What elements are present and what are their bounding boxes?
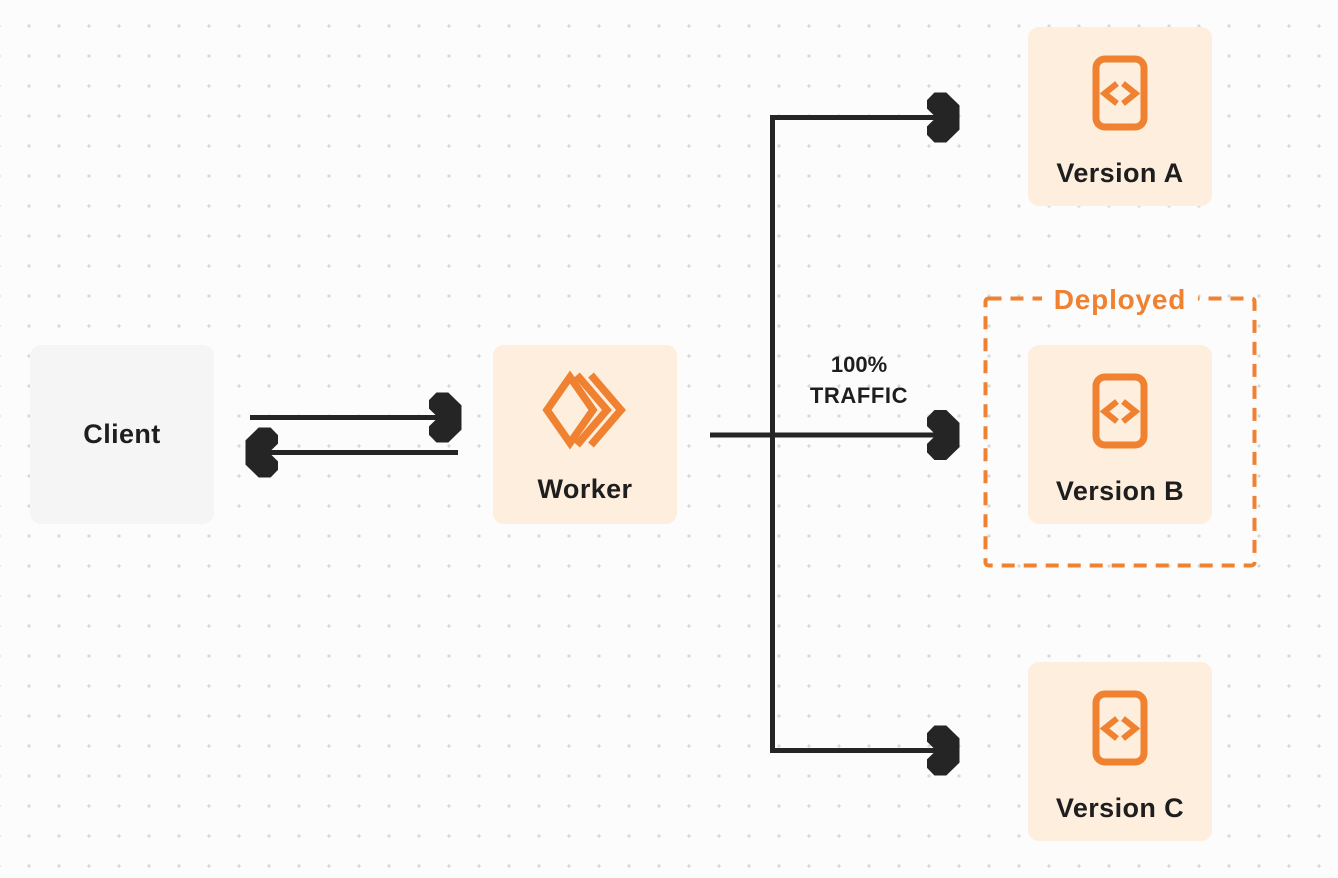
client-node: Client bbox=[30, 345, 214, 524]
client-label: Client bbox=[83, 418, 161, 449]
worker-label: Worker bbox=[537, 474, 633, 504]
version-c-label: Version C bbox=[1055, 793, 1185, 823]
traffic-label: 100% TRAFFIC bbox=[789, 349, 929, 411]
workers-logo-chevron-1 bbox=[574, 372, 612, 448]
code-document-icon bbox=[1092, 690, 1148, 766]
code-document-outline bbox=[1092, 690, 1148, 766]
code-bracket-left bbox=[1099, 81, 1119, 106]
code-bracket-right bbox=[1121, 399, 1141, 424]
code-bracket-left bbox=[1099, 716, 1119, 741]
traffic-word: TRAFFIC bbox=[809, 383, 909, 408]
cloudflare-workers-logo-icon bbox=[542, 370, 626, 450]
code-document-icon bbox=[1092, 373, 1148, 449]
code-document-icon bbox=[1092, 55, 1148, 131]
code-document-outline bbox=[1092, 373, 1148, 449]
worker-node: Worker bbox=[493, 345, 677, 524]
code-bracket-left bbox=[1099, 399, 1119, 424]
deployed-group-outline bbox=[983, 296, 1257, 568]
workers-logo-diamond bbox=[542, 370, 598, 450]
code-document-outline bbox=[1092, 55, 1148, 131]
version-c-node: Version C bbox=[1028, 662, 1212, 841]
workers-logo-chevron-2 bbox=[588, 372, 626, 448]
traffic-percent: 100% bbox=[830, 352, 888, 377]
code-bracket-right bbox=[1121, 716, 1141, 741]
code-bracket-right bbox=[1121, 81, 1141, 106]
version-a-node: Version A bbox=[1028, 27, 1212, 206]
deployed-dashed-rect bbox=[983, 296, 1257, 568]
version-b-label: Version B bbox=[1055, 476, 1185, 506]
version-a-label: Version A bbox=[1056, 158, 1184, 188]
version-b-node: Version B bbox=[1028, 345, 1212, 524]
